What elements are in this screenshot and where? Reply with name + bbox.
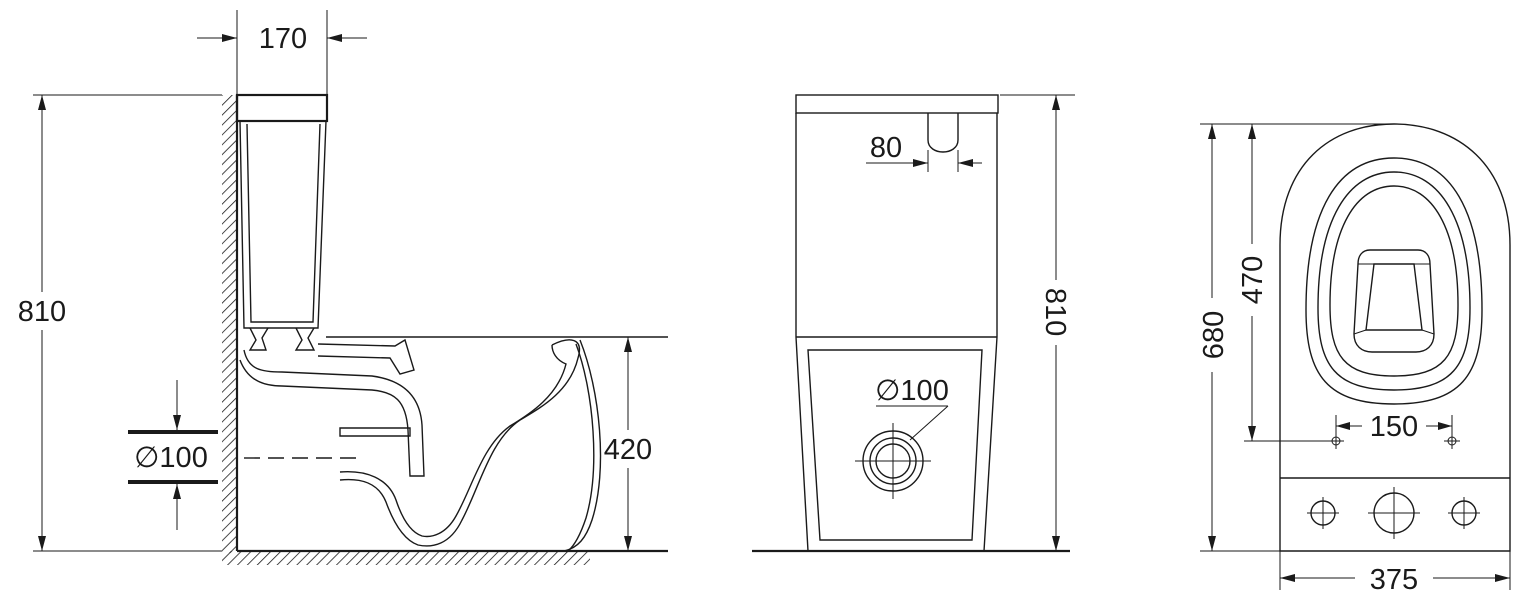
button-spacing-label: 80 xyxy=(870,132,902,164)
bolt-spacing-label: 150 xyxy=(1370,411,1418,443)
top-waterway-outer xyxy=(1353,249,1435,353)
dim-470-arrow-bottom xyxy=(1248,426,1256,441)
drain-dim-arrow-bottom xyxy=(173,484,181,499)
dim-80-arrow-right xyxy=(958,159,973,167)
bowl-front-inner xyxy=(567,343,595,552)
bowl-front xyxy=(563,339,602,552)
flush-channel xyxy=(317,338,415,375)
tank-inner xyxy=(246,123,321,323)
dim-680-arrow-bottom xyxy=(1208,536,1216,551)
front-inner-panel xyxy=(807,349,983,541)
dim-470-arrow-top xyxy=(1248,124,1256,139)
dim-150-arrow-right xyxy=(1438,422,1452,430)
front-drain-leader-diag xyxy=(909,405,949,441)
dim-80-arrow-left xyxy=(913,159,928,167)
floor-hatch xyxy=(222,551,590,565)
dim-680-arrow-top xyxy=(1208,124,1216,139)
dim-420-arrow-top xyxy=(624,337,632,352)
flush-button-icon xyxy=(927,113,959,153)
tank-outer xyxy=(239,120,327,329)
front-view: ∅100 80 810 xyxy=(752,94,1075,553)
dim-810-arrow-top xyxy=(38,95,46,110)
front-body-outline xyxy=(795,113,998,552)
front-total-height-label: 810 xyxy=(1039,288,1071,336)
dim-375-arrow-left xyxy=(1280,574,1295,582)
bowl-length-label: 470 xyxy=(1237,256,1269,304)
front-tank-lid xyxy=(795,94,999,114)
top-total-length-label: 680 xyxy=(1198,311,1230,359)
top-width-label: 375 xyxy=(1370,564,1418,596)
bowl-curve-inner xyxy=(339,344,567,538)
dim-170-arrow-left xyxy=(222,34,237,42)
top-waterway-corner-1 xyxy=(1353,329,1367,335)
top-view: 150 680 470 375 xyxy=(1198,123,1511,596)
top-outer-outline xyxy=(1279,123,1511,552)
drain-dim-arrow-top xyxy=(173,415,181,430)
dim-375-arrow-right xyxy=(1495,574,1510,582)
wall-hatch xyxy=(222,95,237,553)
dim-front-810-arrow-top xyxy=(1052,95,1060,110)
dim-810-arrow-bottom xyxy=(38,536,46,551)
dim-front-810-arrow-bottom xyxy=(1052,536,1060,551)
tank-lid xyxy=(235,93,329,123)
tank-outlet xyxy=(248,327,316,351)
top-waterway-corner-2 xyxy=(1421,329,1435,335)
seat-height-label: 420 xyxy=(604,434,652,466)
top-seat-inner xyxy=(1317,171,1471,391)
front-drain-diameter-label: ∅100 xyxy=(875,375,949,407)
side-total-height-label: 810 xyxy=(18,296,66,328)
side-drain-diameter-label: ∅100 xyxy=(134,442,208,474)
trapway-upper xyxy=(239,349,425,477)
dim-170-arrow-right xyxy=(327,34,342,42)
tank-width-label: 170 xyxy=(259,23,307,55)
trapway-inner xyxy=(339,427,411,437)
top-waterway-inner xyxy=(1365,263,1423,331)
side-view: 170 810 ∅100 420 xyxy=(18,10,668,565)
top-seat-outer xyxy=(1305,157,1483,405)
bowl-curve-outer xyxy=(339,339,581,547)
top-bowl-opening xyxy=(1329,185,1459,377)
dim-420-arrow-bottom xyxy=(624,536,632,551)
dim-150-arrow-left xyxy=(1336,422,1350,430)
